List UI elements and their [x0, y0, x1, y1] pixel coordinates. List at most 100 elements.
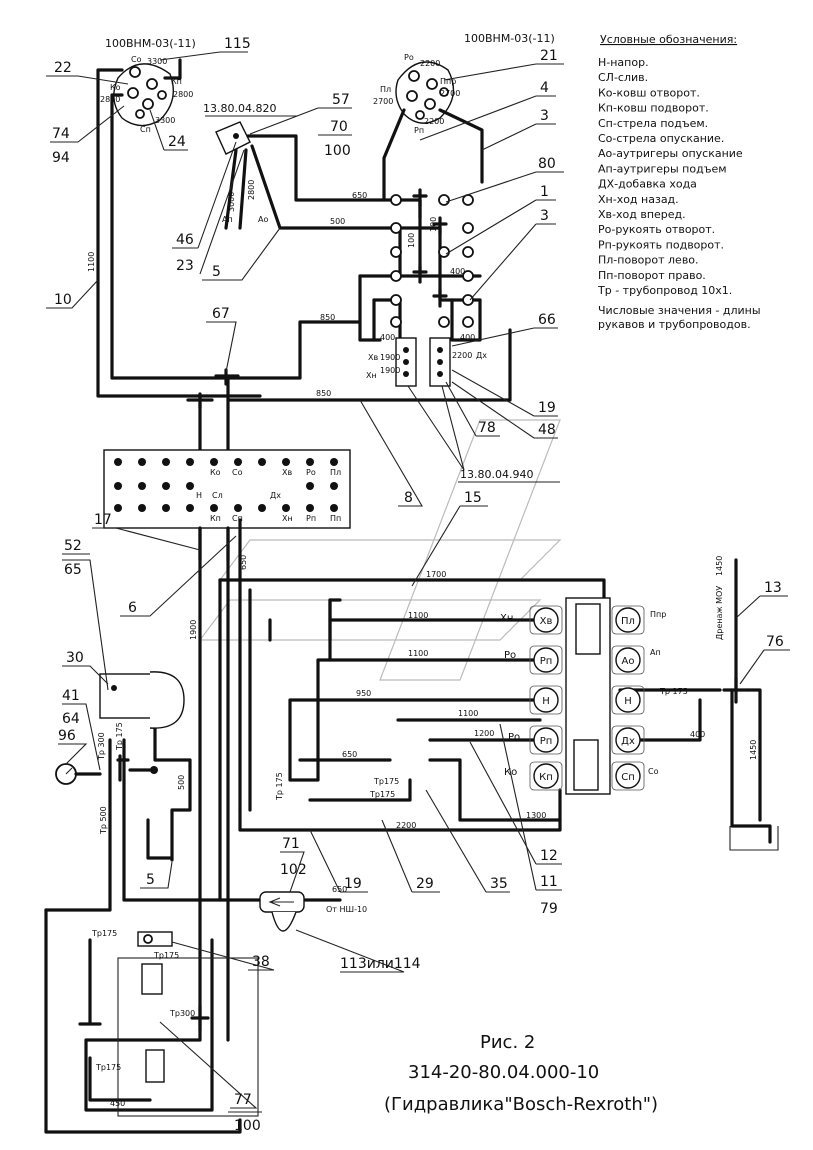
ref-number: 5 [212, 264, 221, 280]
ref-number: 4 [540, 80, 549, 96]
references: 22 74 94 115 24 57 70 100 21 4 3 80 1 3 … [46, 36, 790, 1134]
svg-text:Рп: Рп [540, 656, 553, 667]
length-label: 2200 [396, 821, 416, 830]
ref-number: 80 [538, 156, 556, 172]
figure-number: Рис. 2 [480, 1032, 535, 1053]
ref-number: 64 [62, 711, 80, 727]
ref-number: 13 [764, 580, 782, 596]
ref-number: 15 [464, 490, 482, 506]
ref-number: 52 [64, 538, 82, 554]
ref-number: 29 [416, 876, 434, 892]
ref-number: 100 [324, 143, 351, 159]
panel-label: Со [232, 468, 243, 477]
ref-number: 94 [52, 150, 70, 166]
svg-text:Кп: Кп [539, 772, 553, 783]
legend-title: Условные обозначения: [600, 33, 737, 46]
ref-number: 48 [538, 422, 556, 438]
panel-label: Сп [232, 514, 243, 523]
panel-socket [210, 504, 218, 512]
distributor-section-left: Рп [529, 645, 563, 675]
legend: Условные обозначения: Н-напор.СЛ-слив.Ко… [597, 33, 761, 331]
ref-number: 79 [540, 901, 558, 917]
filter-label: От НШ-10 [326, 905, 367, 914]
length-label: 1300 [526, 811, 546, 820]
legend-item: Кп-ковш подворот. [598, 102, 709, 115]
ref-number: 76 [766, 634, 784, 650]
port-label: Рп [414, 126, 424, 135]
ref-number: 74 [52, 126, 70, 142]
ref-number: 57 [332, 92, 350, 108]
distributor-section-right: Н [611, 685, 645, 715]
lower-lines [44, 518, 772, 1134]
panel-socket [282, 504, 290, 512]
length-label: 100 [429, 217, 438, 232]
legend-item: Ко-ковш отворот. [598, 86, 700, 99]
length-label: 1100 [87, 252, 96, 272]
tank-group [55, 671, 185, 785]
ref-number: 17 [94, 512, 112, 528]
panel-label: Сл [212, 491, 223, 500]
port-label: Пл [380, 85, 391, 94]
panel-socket [186, 504, 194, 512]
ref-number: 70 [330, 119, 348, 135]
valve-length: 3000 [227, 192, 236, 212]
ref-number: 66 [538, 312, 556, 328]
panel-label: Пп [330, 514, 341, 523]
ref-number: 41 [62, 688, 80, 704]
ref-number: 67 [212, 306, 230, 322]
ref-number: 35 [490, 876, 508, 892]
port-length: 3300 [155, 116, 175, 125]
port-label: Со [131, 55, 142, 64]
right-joystick: 100ВНМ-03(-11) Ро 2200 Ппр 2700 Пл 2700 … [373, 32, 555, 135]
block-label: 13.80.04.940 [460, 468, 533, 481]
panel-socket [306, 482, 314, 490]
block-length: 2200 [452, 351, 472, 360]
length-label: Тр175 [369, 790, 395, 799]
length-label: 1100 [408, 649, 428, 658]
dist-right-label: Тр 175 [659, 687, 688, 696]
block-port: Хн [366, 371, 377, 380]
legend-item: Пл-поворот лево. [598, 254, 699, 267]
port-length: 2700 [373, 97, 393, 106]
length-label: Тр 500 [99, 806, 108, 835]
ref-number: 65 [64, 562, 82, 578]
ref-number: 5 [146, 872, 155, 888]
panel-socket [114, 504, 122, 512]
dist-label: Хн [500, 613, 513, 624]
panel-label: Хн [282, 514, 293, 523]
block-length: 1900 [380, 366, 400, 375]
dist-label: Ро [508, 732, 520, 743]
panel-socket [162, 482, 170, 490]
legend-item: Ро-рукоять отворот. [598, 223, 715, 236]
valve-length: 2800 [247, 180, 256, 200]
length-label: 1900 [189, 620, 198, 640]
panel-socket [330, 458, 338, 466]
panel-socket [138, 482, 146, 490]
length-label: 500 [330, 217, 345, 226]
svg-text:Дх: Дх [621, 736, 635, 747]
svg-text:Ао: Ао [622, 656, 635, 667]
panel-socket [330, 504, 338, 512]
valve-label: 13.80.04.820 [203, 102, 276, 115]
ref-number: 11 [540, 874, 558, 890]
panel-label: Дх [270, 491, 281, 500]
port-length: 2700 [440, 89, 460, 98]
length-label: Тр 175 [115, 722, 124, 751]
length-label: 1700 [426, 570, 446, 579]
left-joystick: 100ВНМ-03(-11) Со 3300 Кп 2800 Ко 2800 С… [100, 37, 196, 134]
block-length: 1900 [380, 353, 400, 362]
dist-right-label: Ппр [650, 610, 666, 619]
ref-number: 113или114 [340, 956, 421, 972]
port-label: Сп [140, 125, 151, 134]
legend-item: Со-стрела опускание. [598, 132, 724, 145]
port-length: 2200 [424, 117, 444, 126]
panel-socket [258, 504, 266, 512]
panel-socket [234, 504, 242, 512]
drawing-description: (Гидравлика"Bosch-Rexroth") [384, 1094, 658, 1115]
ref-number: 3 [540, 108, 549, 124]
panel-socket [162, 458, 170, 466]
port-length: 3300 [147, 57, 167, 66]
panel-label: Ро [306, 468, 316, 477]
panel-label: Кп [210, 514, 221, 523]
